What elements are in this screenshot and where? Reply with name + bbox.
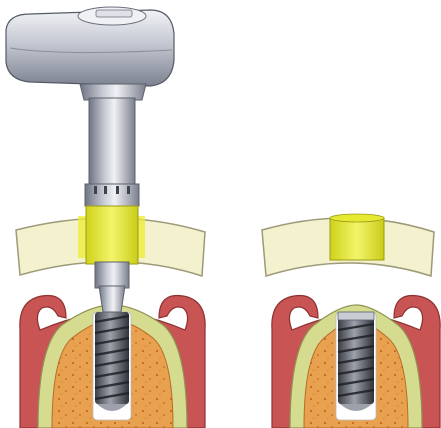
driver-tip	[99, 286, 125, 312]
driver-lower-shaft	[95, 262, 129, 288]
driver-shaft	[89, 98, 135, 186]
panel-left	[6, 7, 205, 428]
implant-right	[338, 312, 374, 411]
panel-right	[262, 214, 440, 428]
guide-sleeve-center	[86, 206, 138, 264]
implant-left	[95, 312, 129, 411]
guide-sleeve-right-panel	[330, 218, 384, 260]
guide-sleeve-left	[78, 216, 86, 258]
driver-ring	[85, 184, 139, 206]
